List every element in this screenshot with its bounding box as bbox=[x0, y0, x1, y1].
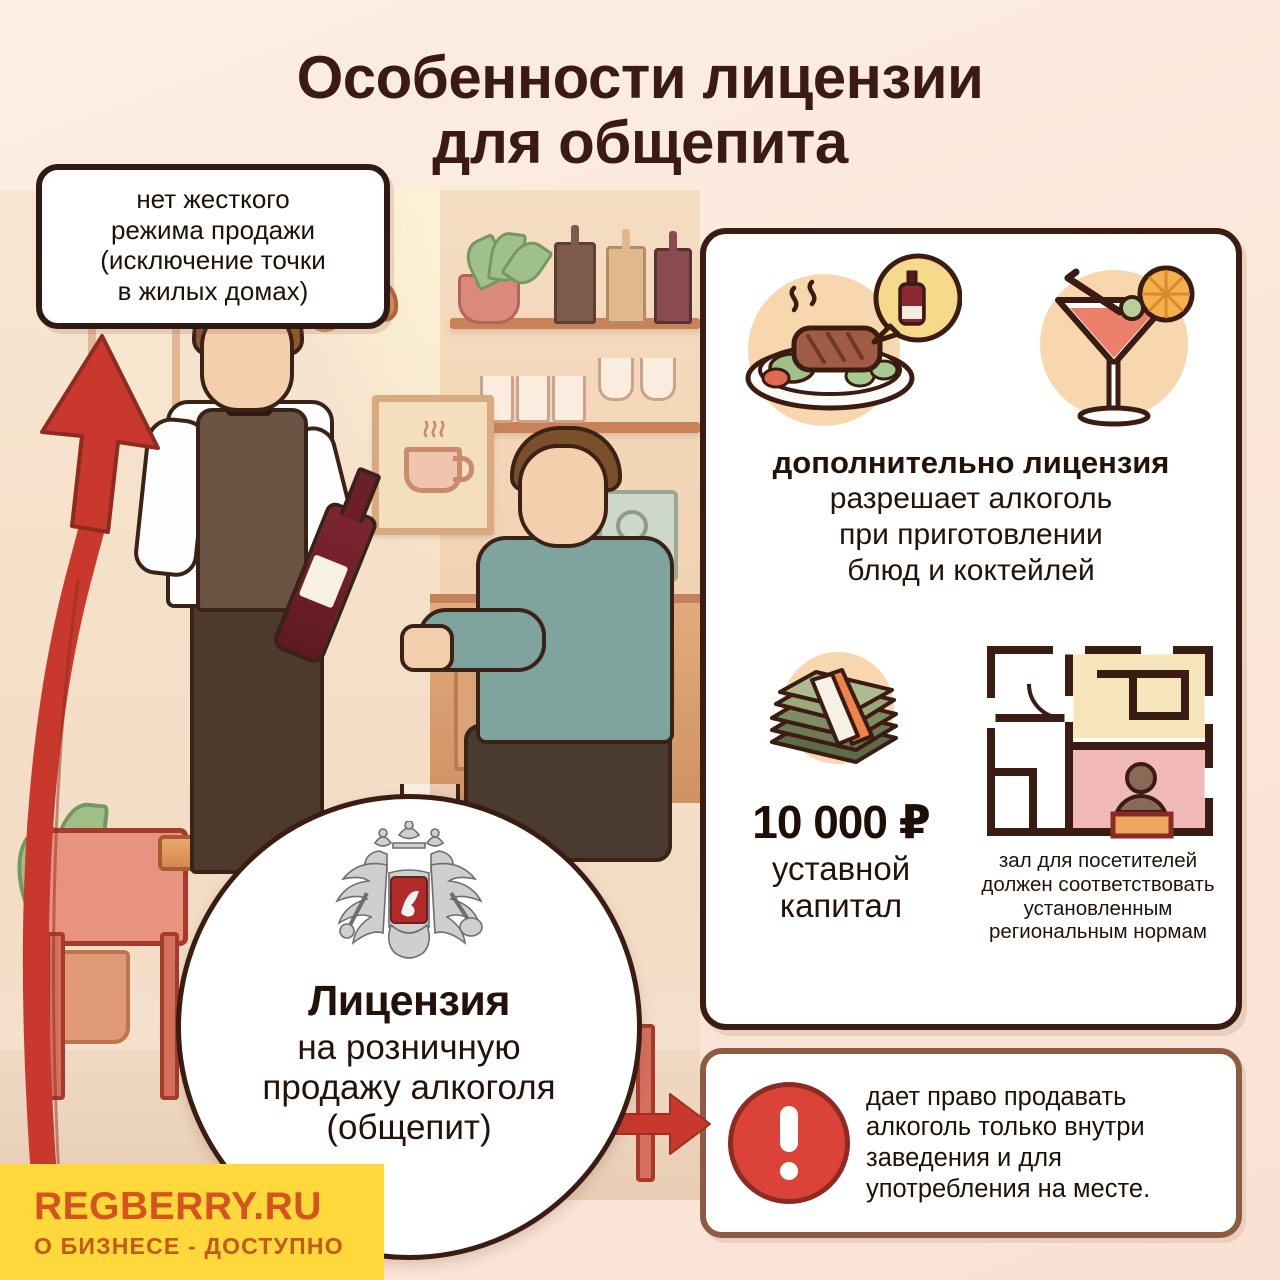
coffee-cup-icon bbox=[404, 447, 474, 494]
pointer-arrow-icon bbox=[612, 1093, 711, 1155]
brand-badge[interactable]: REGBERRY.RU О БИЗНЕСЕ - ДОСТУПНО bbox=[0, 1164, 384, 1280]
license-line-3: продажу алкоголя bbox=[262, 1067, 556, 1107]
cocktail-glass-icon bbox=[1040, 265, 1195, 427]
card-main-text: дополнительно лицензия разрешает алкогол… bbox=[718, 444, 1224, 589]
capital-label: уставной капитал bbox=[722, 850, 960, 925]
wine-glass-icon bbox=[640, 358, 676, 401]
person-icon bbox=[1125, 762, 1157, 794]
license-subtitle: на розничную продажу алкоголя (общепит) bbox=[262, 1028, 555, 1148]
bubble-line-1: нет жесткого bbox=[136, 184, 290, 214]
restaurant-scene-illustration bbox=[0, 190, 700, 1200]
glass-tumbler-icon bbox=[516, 376, 550, 423]
capital-block: 10 000 ₽ уставной капитал bbox=[722, 646, 960, 925]
plan-line-4: региональным нормам bbox=[988, 920, 1208, 944]
door-swing bbox=[1026, 683, 1062, 720]
bubble-line-2: режима продажи bbox=[110, 214, 316, 245]
warning-line-4: употребления на месте. bbox=[866, 1174, 1151, 1203]
brand-tagline: О БИЗНЕСЕ - ДОСТУПНО bbox=[34, 1232, 344, 1259]
card-line-4: блюд и коктейлей bbox=[847, 554, 1095, 588]
card-line-3: при приготовлении bbox=[839, 518, 1103, 552]
chair-leg bbox=[636, 1024, 655, 1182]
exclamation-mark bbox=[780, 1106, 798, 1180]
plan-line-1: зал для посетителей bbox=[998, 849, 1198, 872]
card-heading: дополнительно лицензия bbox=[772, 445, 1170, 480]
glass-tumbler-icon bbox=[552, 376, 586, 423]
floor-plan-icon bbox=[986, 645, 1214, 839]
hall-requirements-text: зал для посетителей должен соответствова… bbox=[968, 849, 1228, 944]
capital-label-line-2: капитал bbox=[779, 886, 903, 924]
table-icon bbox=[1110, 811, 1174, 839]
wine-bottle-icon bbox=[606, 246, 646, 324]
warning-line-1: дает право продавать bbox=[866, 1082, 1127, 1111]
bubble-line-4: в жилых домах) bbox=[117, 276, 309, 307]
grilled-dish-icon bbox=[745, 253, 962, 426]
license-line-4: (общепит) bbox=[326, 1107, 492, 1147]
page-title: Особенности лицензии для общепита bbox=[0, 44, 1280, 176]
straw-icon bbox=[1064, 274, 1124, 316]
exclamation-circle-icon bbox=[728, 1082, 850, 1204]
exclamation-bar bbox=[780, 1106, 798, 1152]
card-icons-row bbox=[706, 244, 1236, 444]
wine-glass-icon bbox=[598, 358, 634, 401]
olive-icon bbox=[1119, 295, 1145, 321]
steam-icon bbox=[423, 420, 445, 438]
warning-card: дает право продавать алкоголь только вну… bbox=[700, 1048, 1242, 1238]
title-line-2: для общепита bbox=[432, 108, 848, 176]
waiter-vest bbox=[196, 408, 308, 612]
seated-customer bbox=[400, 418, 700, 898]
customer-hand bbox=[400, 624, 454, 672]
russian-coat-of-arms-icon bbox=[335, 821, 483, 959]
bottle-label bbox=[298, 554, 349, 609]
bubble-line-3: (исключение точки bbox=[100, 245, 326, 276]
license-details-card: дополнительно лицензия разрешает алкогол… bbox=[700, 228, 1242, 1030]
warning-line-3: заведения и для bbox=[866, 1144, 1062, 1172]
plan-line-2: должен соответствовать bbox=[981, 872, 1215, 896]
license-line-2: на розничную bbox=[297, 1028, 521, 1067]
card-line-2: разрешает алкоголь bbox=[829, 482, 1113, 516]
plan-line-3: установленным bbox=[1023, 896, 1173, 920]
wine-bottle-icon bbox=[554, 242, 596, 324]
wine-bottle-icon bbox=[654, 248, 692, 324]
title-line-1: Особенности лицензии bbox=[296, 44, 984, 111]
capital-amount: 10 000 ₽ bbox=[752, 796, 930, 848]
hall-requirements-block: зал для посетителей должен соответствова… bbox=[968, 640, 1228, 944]
wall-frame-coffee bbox=[372, 395, 494, 535]
license-title: Лицензия bbox=[308, 977, 510, 1025]
waiter-figure bbox=[131, 268, 380, 874]
card-lower-row: 10 000 ₽ уставной капитал bbox=[706, 645, 1236, 1006]
customer-head bbox=[518, 444, 608, 548]
speech-bubble-sales-mode: нет жесткого режима продажи (исключение … bbox=[36, 164, 390, 329]
exclamation-dot bbox=[780, 1162, 798, 1180]
chair-leg bbox=[46, 932, 65, 1100]
steam-icon bbox=[789, 279, 817, 313]
warning-line-2: алкоголь только внутри bbox=[866, 1113, 1145, 1142]
customer-legs bbox=[464, 724, 672, 862]
cash-stack-icon bbox=[770, 652, 898, 764]
capital-label-line-1: уставной bbox=[771, 850, 911, 887]
brand-name: REGBERRY.RU bbox=[34, 1184, 322, 1228]
warning-text: дает право продавать алкоголь только вну… bbox=[850, 1082, 1236, 1204]
